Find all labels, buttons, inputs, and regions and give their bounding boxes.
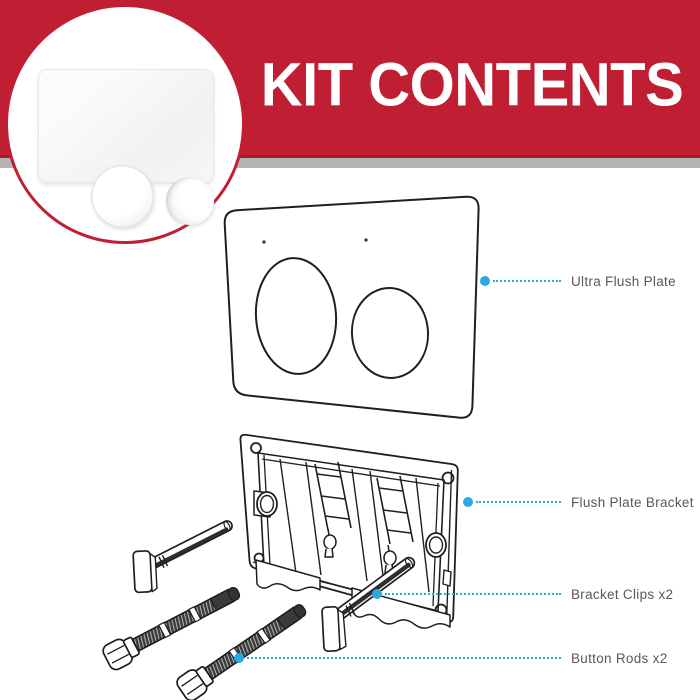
flush-plate-drawing	[223, 195, 480, 419]
button-rod-drawing-1	[102, 587, 241, 671]
flush-button-large	[91, 165, 154, 228]
callout-label: Bracket Clips x2	[571, 586, 674, 602]
flush-plate-photo	[38, 69, 214, 228]
button-rod-drawing-2	[176, 604, 307, 700]
callout-leader-line	[493, 280, 561, 282]
flush-button-small	[166, 177, 214, 225]
callout-dot	[372, 589, 382, 599]
bracket-drawing	[239, 433, 459, 629]
banner-bottom-edge	[0, 155, 700, 158]
callout-dot	[463, 497, 473, 507]
product-photo-inset	[5, 4, 245, 244]
gray-divider-strip	[0, 158, 700, 168]
callout-dot	[234, 653, 244, 663]
callout-leader-line	[247, 657, 561, 659]
callout-label: Flush Plate Bracket	[571, 494, 694, 510]
callout-label: Button Rods x2	[571, 650, 668, 666]
page-title: KIT CONTENTS	[260, 49, 684, 119]
callout-leader-line	[476, 501, 561, 503]
callout-label: Ultra Flush Plate	[571, 273, 676, 289]
bracket-clip-drawing-1	[132, 520, 233, 594]
callout-dot	[480, 276, 490, 286]
callout-leader-line	[385, 593, 561, 595]
